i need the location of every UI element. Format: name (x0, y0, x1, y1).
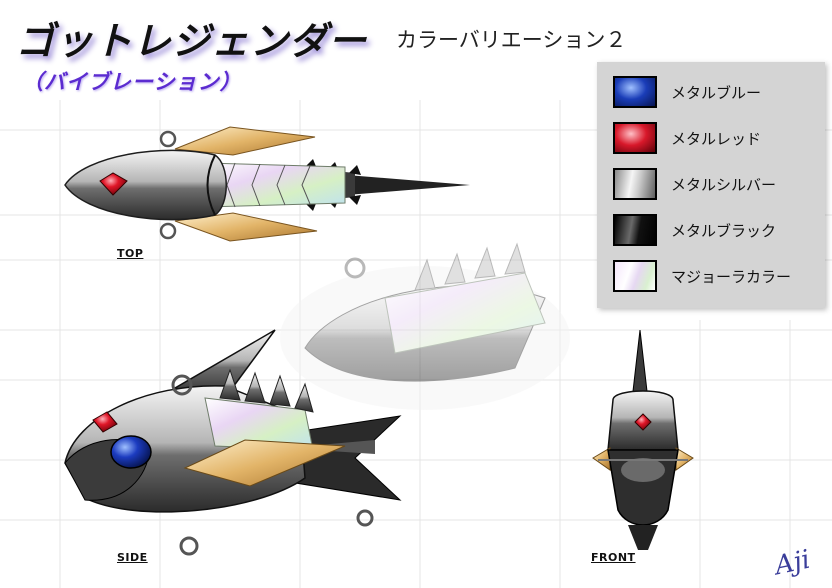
legend-item-metal-black: メタルブラック (613, 214, 825, 250)
swatch-metal-silver (613, 168, 657, 200)
lure-top-view (64, 126, 470, 242)
swatch-metal-black (613, 214, 657, 246)
legend-label: メタルブラック (671, 222, 777, 240)
legend-item-metal-red: メタルレッド (613, 122, 825, 158)
lure-front-view (592, 329, 694, 550)
legend-item-metal-silver: メタルシルバー (613, 168, 825, 204)
product-title: ゴットレジェンダー (16, 19, 368, 63)
front-view-label: FRONT (591, 551, 636, 564)
side-view-label: SIDE (117, 551, 148, 564)
lure-side-view (64, 329, 402, 556)
color-legend: メタルブルー メタルレッド メタルシルバー メタルブラック マジョーラカラー (597, 62, 825, 308)
swatch-metal-blue (613, 76, 657, 108)
legend-label: マジョーラカラー (671, 268, 792, 286)
legend-item-majora-color: マジョーラカラー (613, 260, 825, 296)
top-view-label: TOP (117, 247, 144, 260)
swatch-majora-color (613, 260, 657, 292)
legend-label: メタルレッド (671, 130, 762, 148)
legend-label: メタルブルー (671, 84, 762, 102)
lure-perspective-ghost (280, 242, 570, 410)
variation-heading: カラーバリエーション２ (396, 28, 627, 52)
legend-label: メタルシルバー (671, 176, 777, 194)
product-subtitle: （バイブレーション） (22, 70, 242, 94)
swatch-metal-red (613, 122, 657, 154)
legend-item-metal-blue: メタルブルー (613, 76, 825, 112)
